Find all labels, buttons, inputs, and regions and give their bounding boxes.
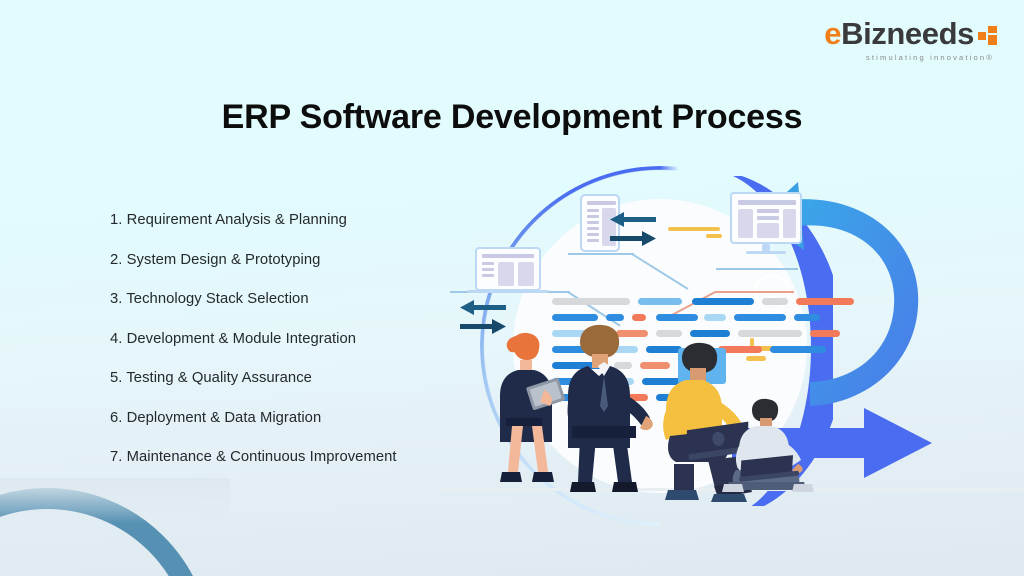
woman-with-tablet: [500, 332, 566, 482]
list-item: 7. Maintenance & Continuous Improvement: [110, 449, 470, 465]
step-label: Development & Module Integration: [126, 330, 357, 347]
accent-bar: [750, 338, 754, 349]
step-number: 3.: [110, 291, 123, 307]
step-label: Maintenance & Continuous Improvement: [126, 449, 397, 465]
laptop-card-icon: [475, 247, 541, 291]
monitor-foot: [746, 251, 786, 254]
step-label: Requirement Analysis & Planning: [126, 212, 347, 228]
orange-squares-icon: [978, 26, 998, 46]
step-label: System Design & Prototyping: [126, 251, 321, 268]
connector-line: [716, 268, 798, 270]
monitor-card-icon: [730, 192, 802, 244]
list-item: 4. Development & Module Integration: [110, 331, 470, 347]
step-number: 1.: [110, 212, 123, 228]
step-number: 4.: [110, 330, 123, 347]
connector-line: [568, 253, 634, 255]
process-steps-list: 1. Requirement Analysis & Planning 2. Sy…: [110, 212, 470, 489]
blue-swoosh-shape: [683, 176, 833, 506]
man-in-suit: [567, 324, 653, 492]
step-number: 5.: [110, 370, 123, 386]
step-label: Deployment & Data Migration: [126, 409, 322, 426]
connector-line: [716, 291, 794, 293]
monitor-stand: [762, 244, 770, 253]
list-item: 3. Technology Stack Selection: [110, 291, 470, 307]
erp-team-illustration: [440, 150, 1024, 550]
step-label: Technology Stack Selection: [126, 291, 309, 307]
ebizneeds-logo[interactable]: eBizneeds stimulating innovation®: [824, 18, 998, 62]
decorative-corner-ring: [0, 488, 212, 576]
right-arrow-icon: [732, 408, 932, 478]
laptop-base: [467, 290, 549, 293]
step-number: 6.: [110, 409, 123, 426]
list-item: 2. System Design & Prototyping: [110, 252, 470, 268]
logo-tagline: stimulating innovation®: [865, 53, 994, 62]
transfer-arrows-icon: [610, 212, 656, 246]
accent-bar: [706, 234, 722, 238]
accent-bar: [746, 356, 766, 361]
accent-bar: [753, 346, 783, 351]
step-label: Testing & Quality Assurance: [126, 370, 312, 386]
logo-rest-text: Bizneeds: [841, 16, 974, 51]
page-title: ERP Software Development Process: [221, 98, 803, 136]
man-sitting-crosslegged-laptop: [722, 398, 814, 492]
list-item: 6. Deployment & Data Migration: [110, 410, 470, 426]
step-number: 2.: [110, 251, 123, 268]
logo-letter-e: e: [824, 16, 842, 51]
transfer-arrows-icon: [460, 300, 506, 334]
logo-wordmark: eBizneeds: [824, 18, 998, 49]
list-item: 5. Testing & Quality Assurance: [110, 370, 470, 386]
accent-bar: [668, 227, 720, 231]
list-item: 1. Requirement Analysis & Planning: [110, 212, 470, 228]
step-number: 7.: [110, 449, 123, 465]
